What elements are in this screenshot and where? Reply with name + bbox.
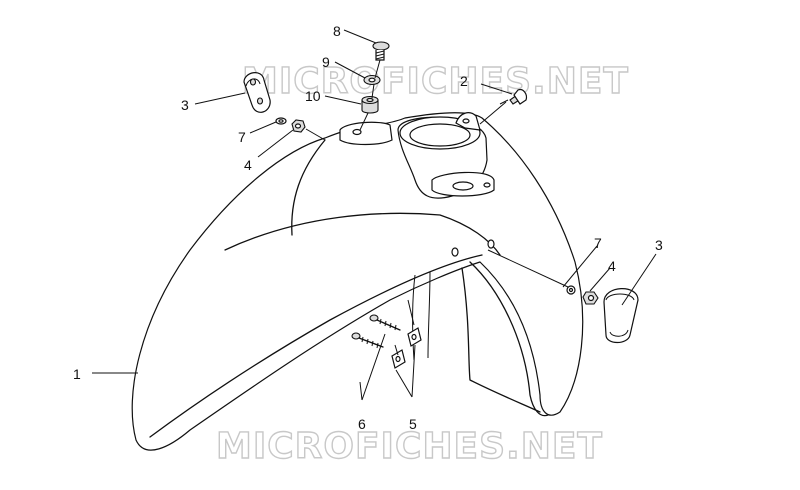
callout-6: 6: [358, 416, 366, 432]
callout-5: 5: [409, 416, 417, 432]
watermark-bottom: MICROFICHES.NET: [216, 426, 603, 467]
callout-7-left: 7: [238, 129, 246, 145]
screw-part-6-lower: [351, 332, 384, 349]
bolt-part-2: [499, 89, 528, 105]
watermark-top: MICROFICHES.NET: [242, 61, 629, 102]
callout-10: 10: [305, 88, 321, 104]
callout-4-left: 4: [244, 157, 252, 173]
washer-part-7-left: [275, 117, 287, 125]
screw-part-6-upper: [369, 314, 401, 331]
washer-part-5-upper: [407, 327, 422, 347]
leader-lines: [92, 29, 657, 401]
callout-2: 2: [460, 73, 468, 89]
nut-part-4-right: [582, 291, 599, 305]
pad-part-3-right: [603, 288, 639, 344]
callout-9: 9: [322, 54, 330, 70]
nut-part-4-left: [291, 119, 306, 133]
callout-1: 1: [73, 366, 81, 382]
callout-3-right: 3: [655, 237, 663, 253]
washer-part-7-right: [566, 285, 576, 295]
screw-part-8: [372, 41, 390, 61]
callout-4-right: 4: [608, 258, 616, 274]
spacer-part-10: [361, 95, 379, 114]
washer-part-9: [363, 74, 381, 86]
pad-part-3-left: [243, 72, 271, 113]
callout-3-left: 3: [181, 97, 189, 113]
callout-7-right: 7: [594, 235, 602, 251]
callout-8: 8: [333, 23, 341, 39]
front-mudguard: [131, 112, 584, 451]
washer-part-5-lower: [391, 349, 406, 369]
